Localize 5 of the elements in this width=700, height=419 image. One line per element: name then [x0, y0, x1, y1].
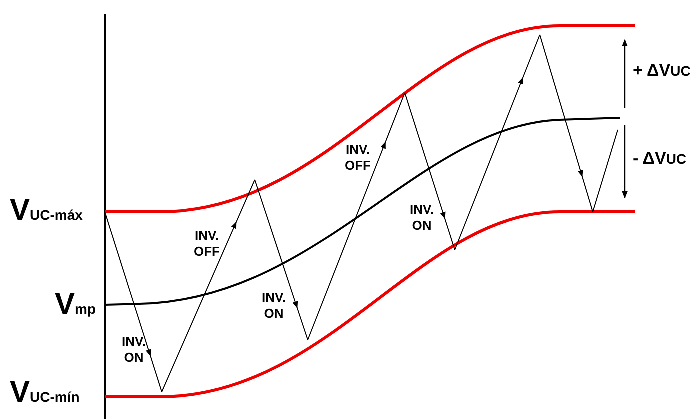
- state-label: INV. ON: [408, 202, 436, 234]
- state-label: INV. ON: [260, 290, 288, 322]
- state-label: INV. OFF: [344, 142, 372, 174]
- state-label: INV. OFF: [193, 228, 221, 260]
- state-label: INV. ON: [120, 334, 148, 366]
